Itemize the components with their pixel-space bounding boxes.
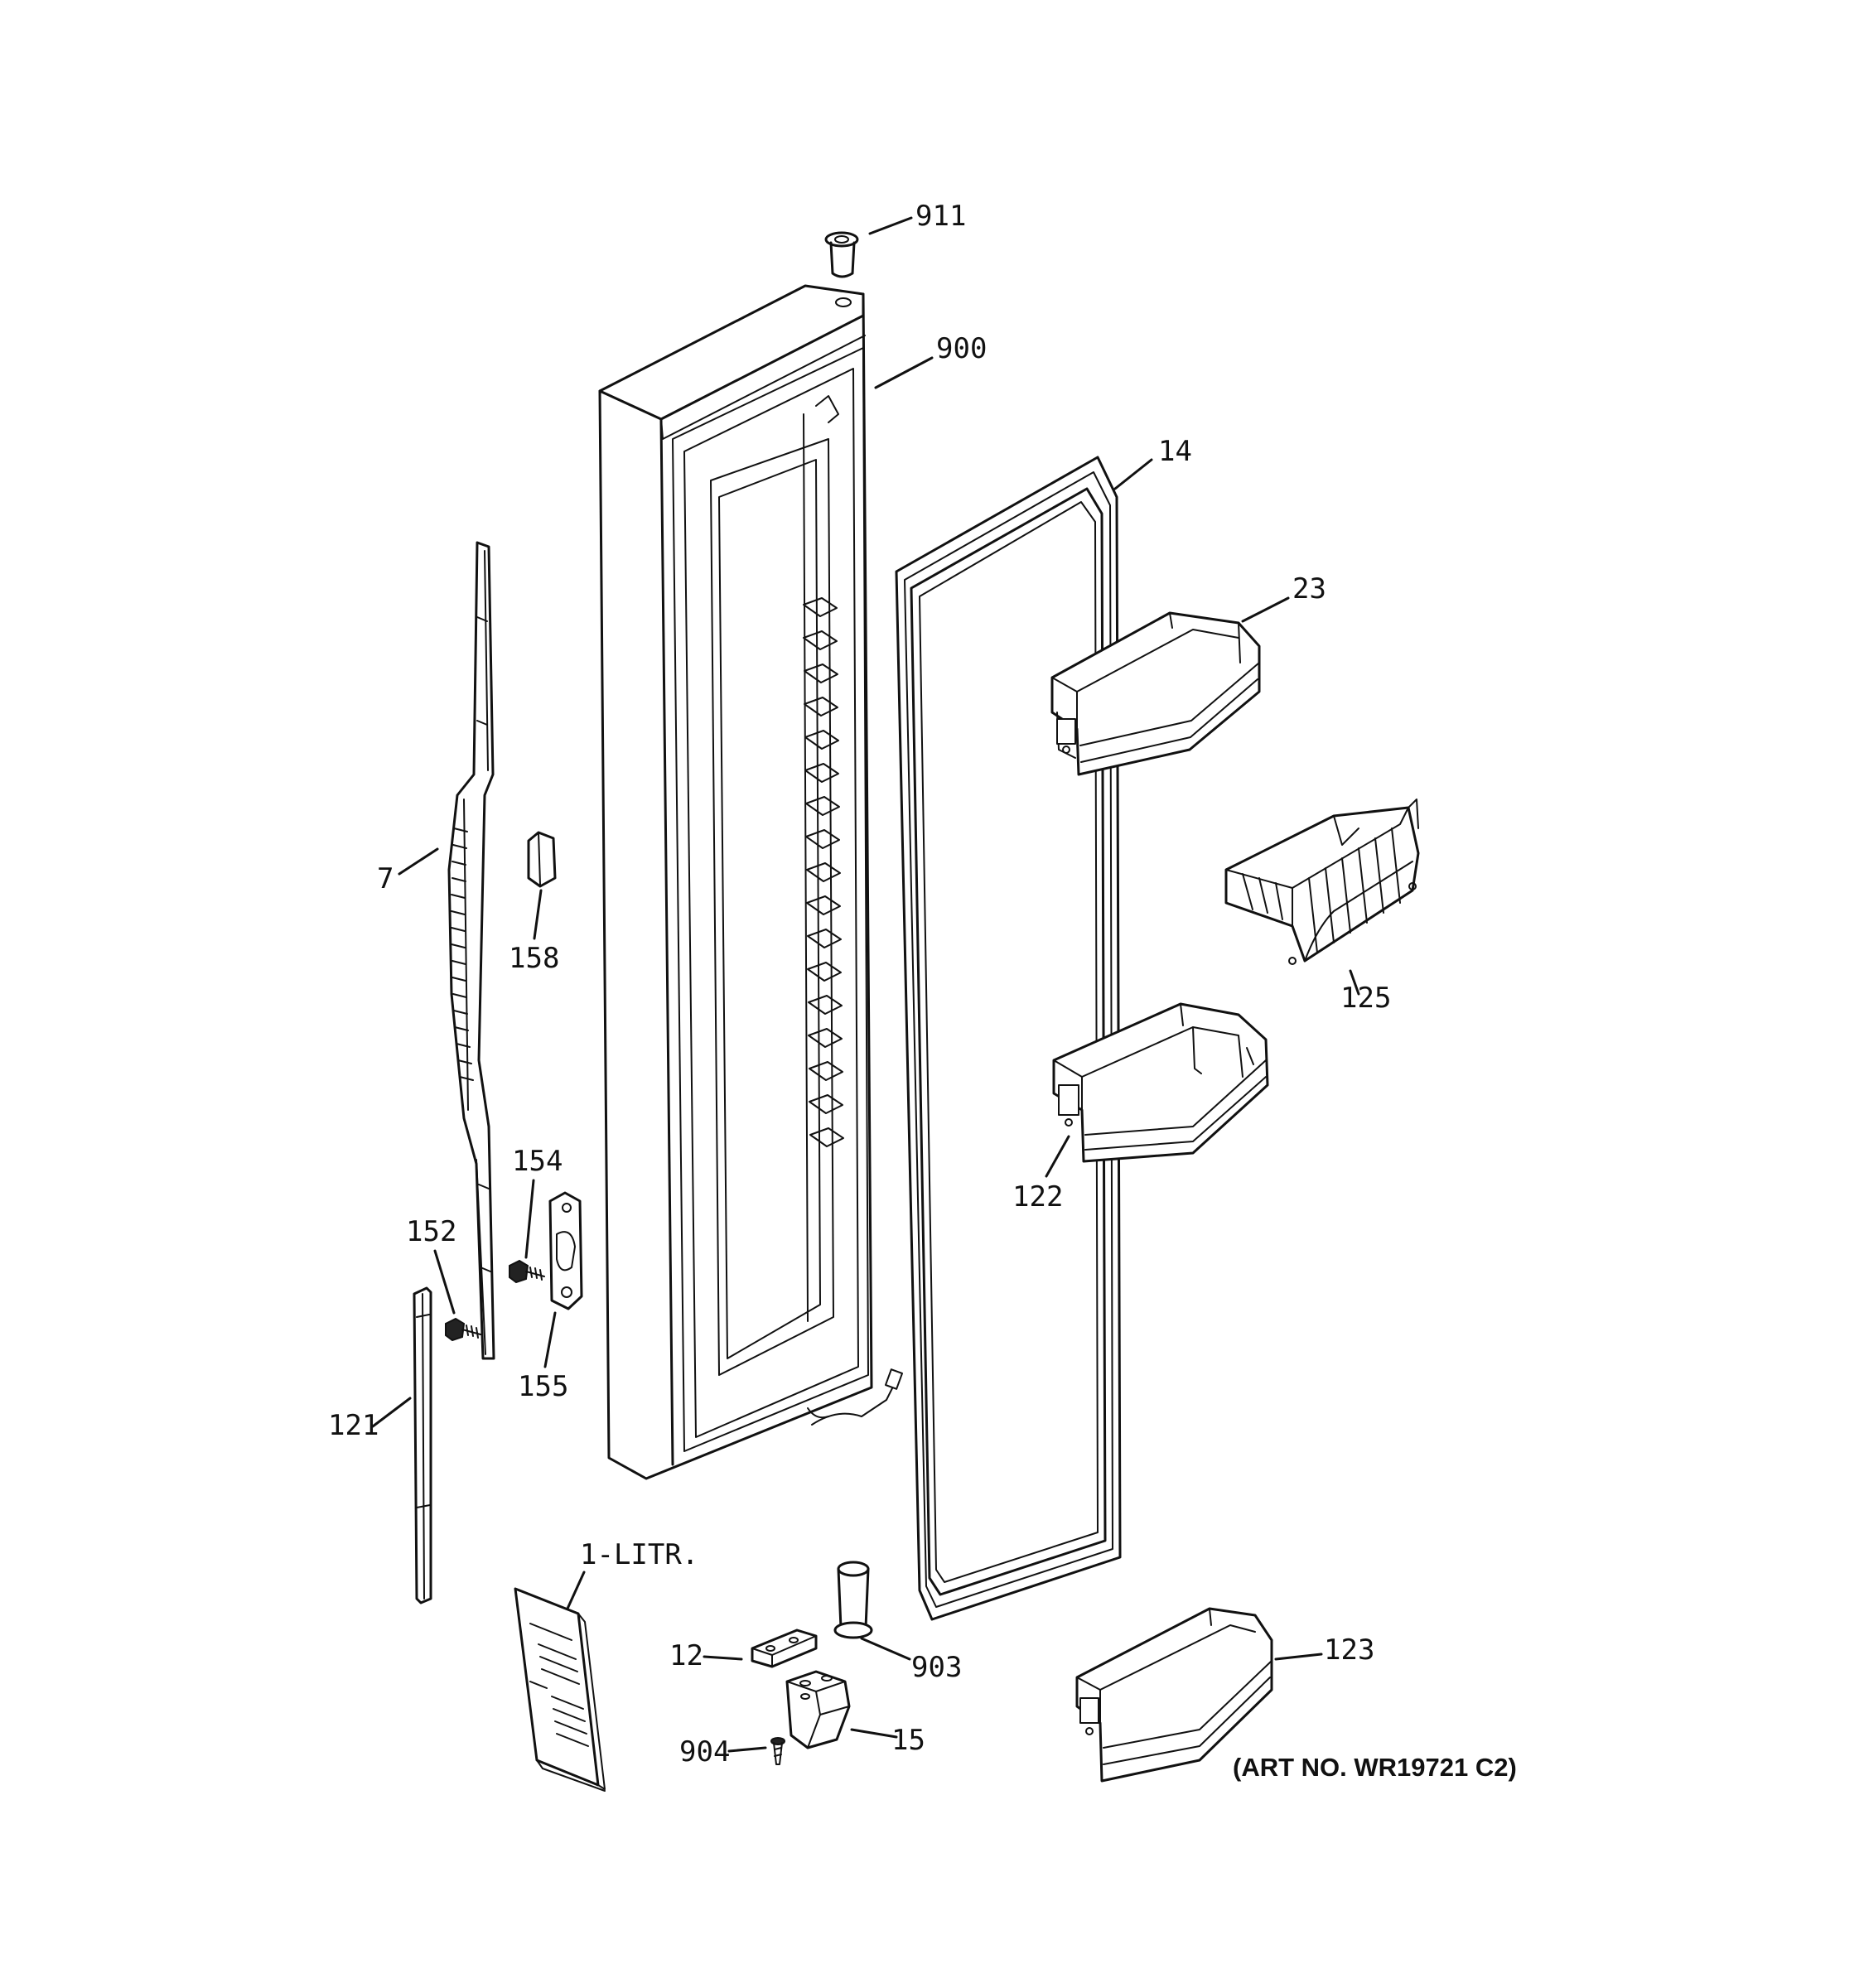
label-904: 904 [679, 1735, 730, 1768]
label-15: 15 [891, 1724, 925, 1757]
part-911-bushing [824, 231, 859, 278]
leader-903 [860, 1637, 911, 1661]
label-14: 14 [1158, 435, 1192, 468]
leader-14 [1113, 458, 1153, 490]
leader-1-litr [566, 1571, 586, 1610]
leader-121 [371, 1397, 412, 1428]
part-123-bottom-door-bin [1075, 1607, 1273, 1783]
leader-7 [398, 847, 439, 876]
label-1-litr: 1-LITR. [580, 1538, 698, 1571]
leader-123 [1274, 1653, 1323, 1661]
part-155-handle-bracket [548, 1191, 583, 1310]
label-152: 152 [406, 1215, 456, 1248]
leader-125 [1349, 969, 1360, 996]
part-904-screw [770, 1737, 785, 1765]
handle-grip-ribs [451, 828, 474, 1081]
leader-900 [874, 356, 934, 389]
part-122-lower-door-bin [1052, 1002, 1269, 1163]
label-158: 158 [509, 942, 559, 975]
booklet-text-lines [529, 1623, 589, 1747]
part-903-hinge-pin [833, 1561, 873, 1639]
label-155: 155 [518, 1370, 568, 1403]
part-12-bracket [751, 1629, 818, 1668]
part-152-screw [445, 1317, 481, 1342]
part-125-wire-basket [1224, 799, 1420, 965]
leader-152 [433, 1249, 456, 1315]
leader-904 [727, 1746, 767, 1753]
leader-154 [524, 1179, 535, 1259]
part-1-litr-literature [514, 1587, 606, 1792]
art-number: (ART NO. WR19721 C2) [1233, 1753, 1517, 1782]
part-154-screw [509, 1259, 545, 1284]
part-14-door-gasket [895, 456, 1122, 1621]
leader-lines [371, 216, 1360, 1753]
label-12: 12 [669, 1639, 703, 1672]
leader-158 [533, 889, 543, 940]
part-158-trim-cap [527, 831, 557, 888]
label-123: 123 [1324, 1633, 1374, 1667]
label-121: 121 [328, 1409, 379, 1442]
part-121-trim-strip [413, 1286, 432, 1604]
leader-911 [868, 216, 913, 235]
label-154: 154 [512, 1145, 563, 1178]
shelf-ribs [803, 597, 844, 1147]
leader-12 [703, 1655, 743, 1661]
label-911: 911 [915, 200, 966, 233]
leader-23 [1241, 596, 1290, 623]
part-23-upper-door-bin [1050, 611, 1261, 776]
part-15-bottom-hinge [785, 1670, 851, 1749]
label-903: 903 [911, 1651, 962, 1684]
leader-15 [850, 1728, 898, 1739]
part-7-door-handle [447, 541, 495, 1360]
label-122: 122 [1012, 1180, 1063, 1214]
leader-155 [543, 1311, 557, 1368]
label-125: 125 [1340, 982, 1391, 1015]
label-900: 900 [936, 332, 987, 365]
label-7: 7 [377, 862, 394, 895]
label-23: 23 [1292, 572, 1326, 606]
part-900-door-liner [598, 284, 903, 1480]
leader-122 [1045, 1135, 1070, 1178]
callout-labels: 911 900 14 23 7 158 125 122 154 152 155 … [328, 200, 1517, 1782]
